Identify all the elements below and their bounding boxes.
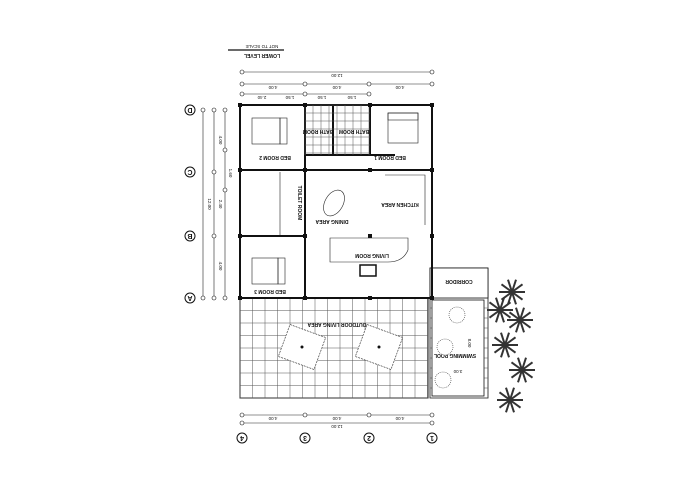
plan-title: LOWER LEVEL NOT TO SCALE [228, 44, 284, 58]
dining-label: DINING AREA [315, 218, 348, 224]
plant-icon [509, 357, 535, 383]
svg-text:D: D [187, 106, 192, 113]
svg-text:C: C [187, 168, 192, 175]
toilet-room-label: TOILET ROOM [296, 186, 302, 221]
title-text: LOWER LEVEL [244, 52, 280, 58]
living-label: LIVING ROOM [355, 252, 389, 258]
svg-text:1.60: 1.60 [228, 169, 233, 178]
outdoor-label: OUTDOOR LIVING AREA [307, 321, 366, 327]
svg-text:4.00: 4.00 [218, 136, 223, 145]
plant-icon [497, 387, 523, 413]
svg-text:1.50: 1.50 [285, 95, 294, 100]
corridor-label: CORRIDOR [445, 278, 473, 284]
outdoor-living-area: OUTDOOR LIVING AREA [239, 297, 429, 399]
svg-text:8.00: 8.00 [467, 339, 472, 348]
svg-text:12.00: 12.00 [331, 424, 343, 429]
svg-text:12.00: 12.00 [207, 198, 212, 210]
svg-text:2.40: 2.40 [257, 95, 266, 100]
svg-text:4.00: 4.00 [218, 262, 223, 271]
svg-text:3: 3 [303, 434, 307, 441]
svg-text:4: 4 [240, 434, 244, 441]
house: BED ROOM 2 BED ROOM 1 BED ROOM 3 BATH RO… [238, 103, 434, 300]
bath-room-1-label: BATH ROOM [303, 128, 333, 134]
svg-text:4.00: 4.00 [268, 85, 277, 90]
plant-icon [507, 307, 533, 333]
svg-text:1: 1 [430, 434, 434, 441]
top-dimensions: 12.00 4.00 4.00 4.00 2.40 1.50 1.50 1.50 [239, 69, 435, 100]
kitchen-label: KITCHEN AREA [381, 201, 419, 207]
bed-room-3-label: BED ROOM 3 [254, 288, 286, 294]
svg-text:A: A [187, 294, 192, 301]
svg-text:4.00: 4.00 [395, 416, 404, 421]
pool-label: SWIMMING POOL [434, 352, 476, 358]
svg-text:B: B [187, 232, 192, 239]
swimming-pool: CORRIDOR SWIMMING POOL 3.00 8.00 [429, 267, 489, 399]
svg-text:4.00: 4.00 [332, 85, 341, 90]
svg-text:4.00: 4.00 [268, 416, 277, 421]
side-dimensions: 12.00 4.00 2.40 4.00 1.60 [200, 107, 233, 301]
subtitle-text: NOT TO SCALE [246, 44, 279, 49]
bath-room-2-label: BATH ROOM [339, 128, 369, 134]
grid-bubbles: D C B A 4 3 2 1 [184, 104, 438, 444]
svg-text:4.00: 4.00 [332, 416, 341, 421]
svg-text:4.00: 4.00 [395, 85, 404, 90]
svg-text:2.40: 2.40 [218, 200, 223, 209]
bed-room-1-label: BED ROOM 1 [374, 154, 406, 160]
plant-icon [487, 297, 513, 323]
svg-text:1.50: 1.50 [347, 95, 356, 100]
svg-text:3.00: 3.00 [453, 369, 462, 374]
svg-text:2: 2 [367, 434, 371, 441]
svg-text:1.50: 1.50 [317, 95, 326, 100]
svg-text:12.00: 12.00 [331, 73, 343, 78]
bed-room-2-label: BED ROOM 2 [259, 154, 291, 160]
plant-icon [492, 332, 518, 358]
landscape-plants [487, 279, 535, 413]
bottom-dimensions: 4.00 4.00 4.00 12.00 [239, 412, 435, 429]
